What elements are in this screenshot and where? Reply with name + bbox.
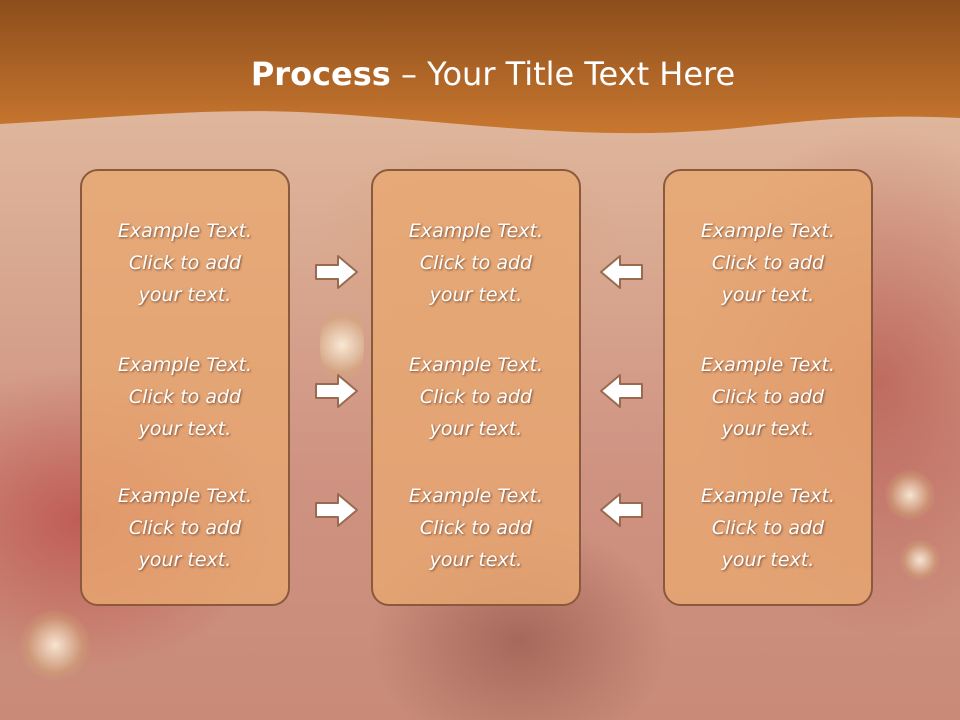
text-item[interactable]: Example Text. Click to add your text. [82,349,288,445]
arrow-right-icon [315,493,358,527]
background-jewel [885,470,935,520]
text-line: Example Text. [117,354,253,376]
text-item[interactable]: Example Text. Click to add your text. [665,215,871,311]
text-line: Example Text. [700,485,836,507]
text-line: Example Text. [117,485,253,507]
slide-title[interactable]: Process – Your Title Text Here [0,52,960,96]
arrow-left-icon [600,255,643,289]
text-item[interactable]: Example Text. Click to add your text. [373,480,579,576]
text-line: Example Text. [700,220,836,242]
text-line: Example Text. [408,220,544,242]
text-line: Click to add [419,252,533,274]
text-item[interactable]: Example Text. Click to add your text. [82,215,288,311]
text-line: Example Text. [700,354,836,376]
text-line: Click to add [711,386,825,408]
text-line: your text. [429,549,523,571]
arrow-left-icon [600,493,643,527]
background-jewel [900,540,940,580]
process-box-center[interactable]: Example Text. Click to add your text. Ex… [371,169,581,606]
text-line: your text. [138,549,232,571]
text-line: Example Text. [117,220,253,242]
text-line: your text. [138,418,232,440]
arrow-left-icon [600,374,643,408]
text-line: Click to add [419,386,533,408]
text-item[interactable]: Example Text. Click to add your text. [373,215,579,311]
text-line: Example Text. [408,354,544,376]
arrow-right-icon [315,255,358,289]
text-item[interactable]: Example Text. Click to add your text. [665,480,871,576]
text-item[interactable]: Example Text. Click to add your text. [373,349,579,445]
text-line: your text. [721,418,815,440]
background-jewel [320,300,364,390]
text-line: Example Text. [408,485,544,507]
text-line: Click to add [128,252,242,274]
text-line: your text. [429,418,523,440]
text-line: your text. [721,549,815,571]
text-item[interactable]: Example Text. Click to add your text. [665,349,871,445]
text-item[interactable]: Example Text. Click to add your text. [82,480,288,576]
text-line: your text. [138,284,232,306]
arrow-right-icon [315,374,358,408]
text-line: Click to add [711,517,825,539]
process-box-right[interactable]: Example Text. Click to add your text. Ex… [663,169,873,606]
title-rest: – Your Title Text Here [390,55,736,93]
text-line: Click to add [128,517,242,539]
title-bold: Process [250,55,391,93]
text-line: Click to add [128,386,242,408]
process-box-left[interactable]: Example Text. Click to add your text. Ex… [80,169,290,606]
text-line: Click to add [419,517,533,539]
text-line: Click to add [711,252,825,274]
title-banner [0,0,960,134]
background-jewel [20,610,90,680]
text-line: your text. [721,284,815,306]
text-line: your text. [429,284,523,306]
